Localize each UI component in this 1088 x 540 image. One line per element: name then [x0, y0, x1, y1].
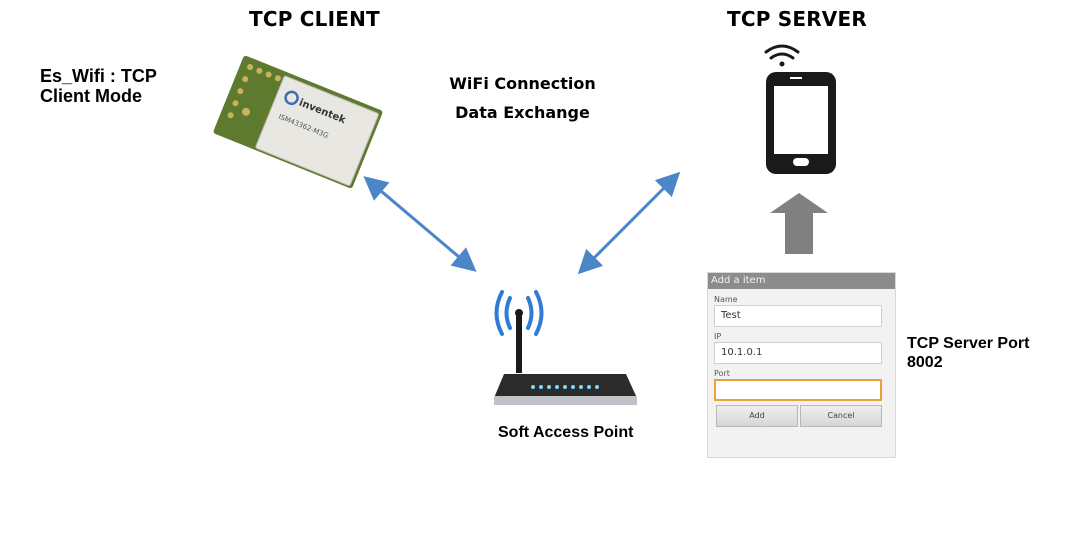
upload-arrow-icon — [770, 193, 828, 254]
add-item-dialog: Add a item Name Test IP 10.1.0.1 Port Ad… — [707, 272, 896, 458]
wifi-connection-line2: Data Exchange — [455, 103, 590, 122]
wifi-signal-icon — [764, 44, 800, 67]
server-port-line2: 8002 — [907, 354, 943, 371]
client-mode-line2: Client Mode — [40, 86, 142, 106]
add-button[interactable]: Add — [716, 405, 798, 427]
soft-access-point-label: Soft Access Point — [498, 424, 634, 441]
router-icon — [494, 290, 637, 405]
ap-server-arrow — [577, 171, 681, 275]
wifi-connection-label: WiFi Connection Data Exchange — [440, 69, 605, 127]
port-label: Port — [714, 369, 730, 378]
cancel-button[interactable]: Cancel — [800, 405, 882, 427]
name-label: Name — [714, 295, 738, 304]
client-mode-label: Es_Wifi : TCP Client Mode — [40, 66, 157, 106]
name-field[interactable]: Test — [714, 305, 882, 327]
dialog-title: Add a item — [708, 273, 895, 289]
tcp-server-title: TCP SERVER — [727, 7, 867, 31]
client-mode-line1: Es_Wifi : TCP — [40, 66, 157, 86]
ip-label: IP — [714, 332, 722, 341]
smartphone-icon — [766, 72, 836, 174]
server-port-label: TCP Server Port 8002 — [907, 334, 1029, 372]
server-port-line1: TCP Server Port — [907, 335, 1030, 352]
client-ap-arrow — [363, 176, 477, 272]
tcp-client-title: TCP CLIENT — [249, 7, 380, 31]
wifi-connection-line1: WiFi Connection — [449, 74, 596, 93]
ip-field[interactable]: 10.1.0.1 — [714, 342, 882, 364]
wifi-module-image: inventek ISM43362-M3G — [213, 55, 383, 189]
port-field[interactable] — [714, 379, 882, 401]
